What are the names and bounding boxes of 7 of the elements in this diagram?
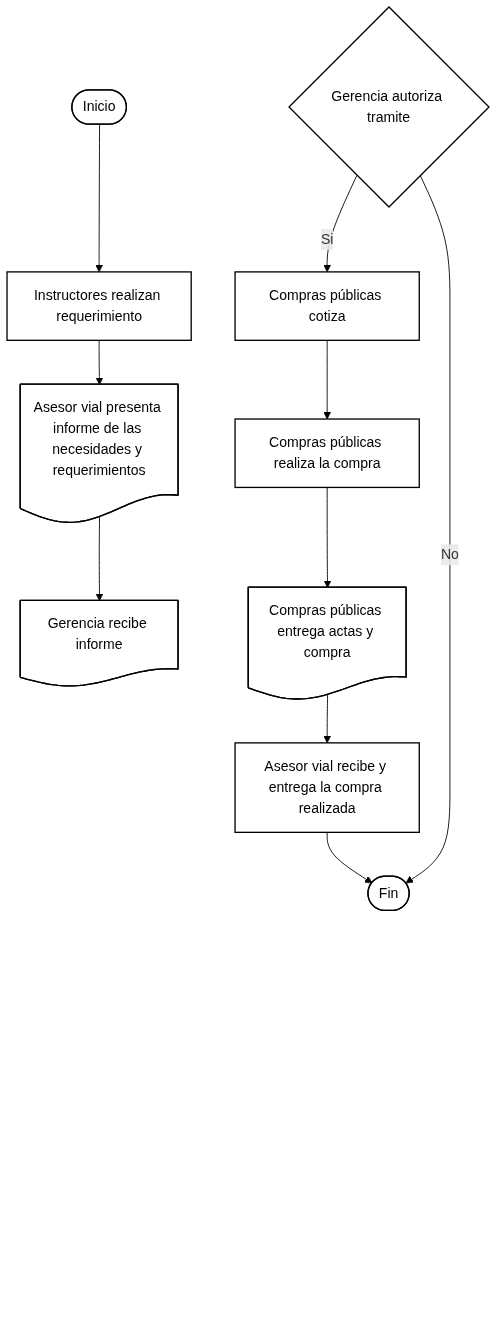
node-box: Instructores realizan requerimiento [6, 271, 192, 341]
node-box: Compras públicas realiza la compra [234, 418, 420, 489]
edge-label: Si [320, 231, 334, 247]
node-box: Compras públicas cotiza [234, 271, 420, 341]
edge-label: No [440, 546, 459, 562]
node-diamond: Gerencia autoriza tramite [288, 6, 490, 208]
node-box: Asesor vial recibe y entrega la compra realizada [234, 742, 420, 833]
